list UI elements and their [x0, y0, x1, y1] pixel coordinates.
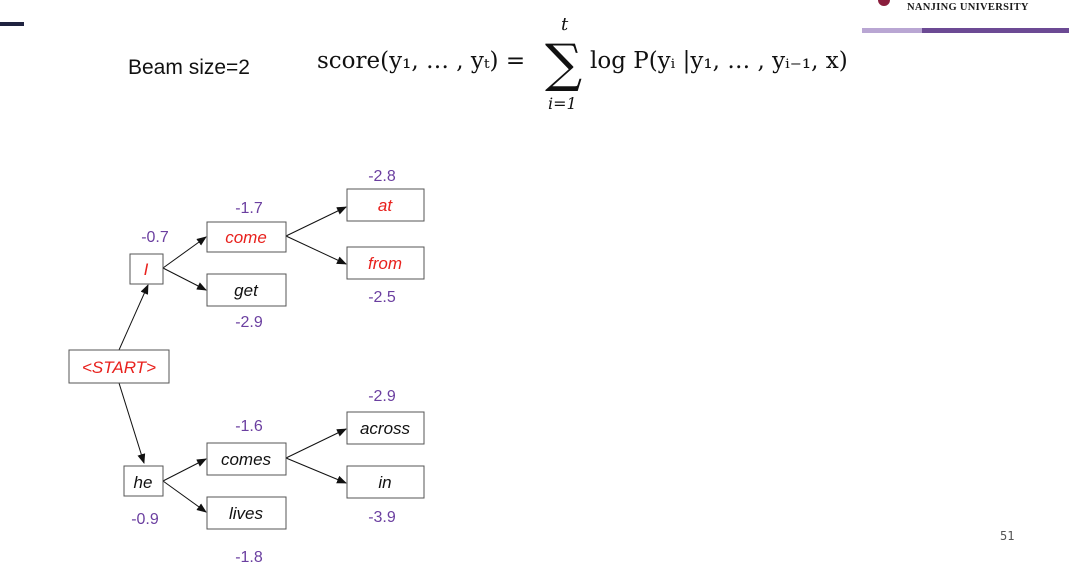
edge-start-he	[118, 382, 146, 464]
node-in-label: in	[378, 473, 391, 492]
node-come-label: come	[225, 228, 267, 247]
sum-upper-limit: t	[561, 14, 569, 35]
edge-he-lives	[162, 480, 207, 513]
node-start-label: <START>	[82, 358, 156, 377]
edge-start-I	[118, 284, 149, 351]
formula-lhs: score(y₁, … , yₜ) =	[317, 48, 526, 74]
node-from-label: from	[368, 254, 402, 273]
tree-edges	[118, 206, 347, 513]
title-underline	[0, 22, 24, 26]
node-get: get	[206, 273, 287, 307]
edge-comes-in	[285, 457, 347, 484]
node-at: at	[346, 188, 425, 222]
edge-come-from	[285, 235, 347, 265]
node-he-label: he	[134, 473, 153, 492]
page-number: 51	[1000, 529, 1015, 543]
node-he: he	[123, 465, 164, 497]
node-I-label: I	[144, 260, 149, 279]
score-in: -3.9	[368, 509, 396, 526]
node-lives: lives	[206, 496, 287, 530]
node-lives-label: lives	[229, 504, 264, 523]
score-get: -2.9	[235, 314, 263, 331]
score-across: -2.9	[368, 388, 396, 405]
node-comes: comes	[206, 442, 287, 476]
score-he: -0.9	[131, 511, 159, 528]
node-across: across	[346, 411, 425, 445]
node-at-label: at	[378, 196, 393, 215]
beam-size-label: Beam size=2	[128, 56, 250, 79]
node-across-label: across	[360, 419, 411, 438]
node-comes-label: comes	[221, 450, 272, 469]
score-I: -0.7	[141, 229, 169, 246]
header-accent-bar-light	[862, 28, 922, 33]
node-I: I	[129, 253, 164, 285]
score-at: -2.8	[368, 168, 396, 185]
edge-he-comes	[162, 458, 207, 482]
formula-rhs: log P(yᵢ |y₁, … , yᵢ₋₁, x)	[590, 48, 848, 74]
node-come: come	[206, 221, 287, 253]
university-name: NANJING UNIVERSITY	[907, 2, 1029, 13]
sum-lower-limit: i=1	[548, 94, 577, 113]
score-comes: -1.6	[235, 418, 263, 435]
node-start: <START>	[68, 349, 170, 384]
summation-sigma-icon: ∑	[545, 34, 583, 94]
score-from: -2.5	[368, 289, 396, 306]
score-lives: -1.8	[235, 549, 263, 566]
edge-comes-across	[285, 428, 347, 459]
node-from: from	[346, 246, 425, 280]
edge-I-get	[162, 267, 207, 291]
node-in: in	[346, 465, 425, 499]
score-come: -1.7	[235, 200, 263, 217]
edge-come-at	[285, 206, 347, 237]
edge-I-come	[162, 236, 207, 269]
node-get-label: get	[234, 281, 259, 300]
header-accent-bar-dark	[922, 28, 1069, 33]
university-logo-icon	[878, 0, 890, 6]
